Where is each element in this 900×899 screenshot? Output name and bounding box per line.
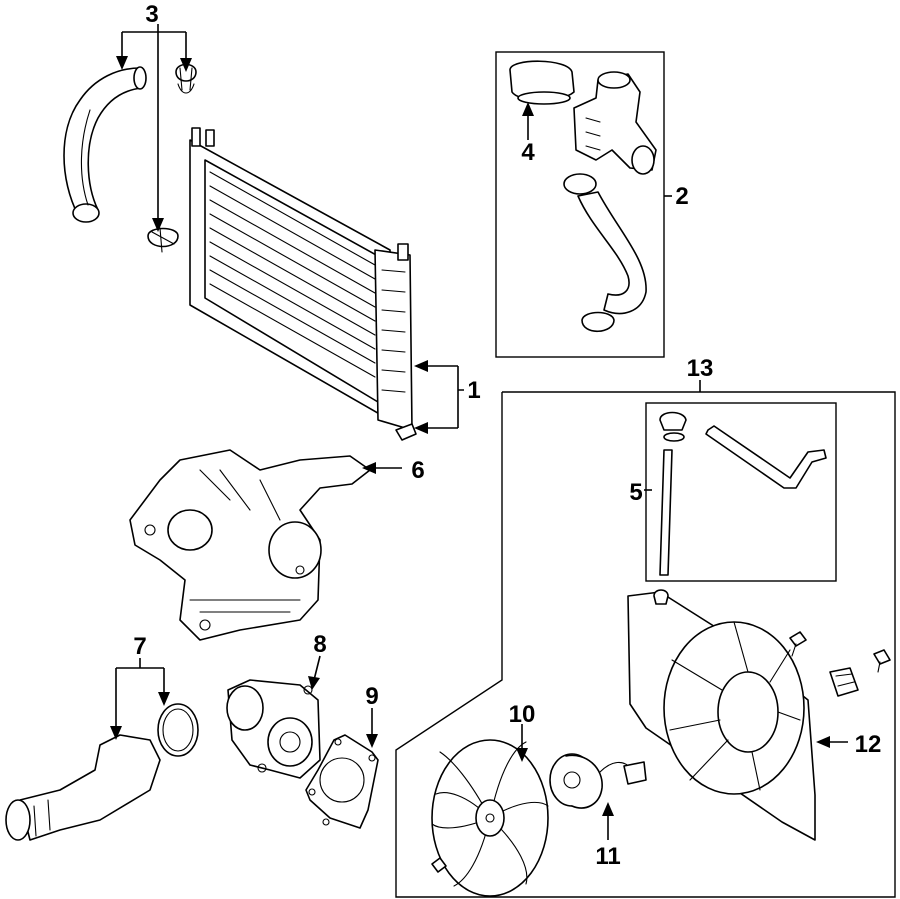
- inlet-gasket: [157, 703, 199, 757]
- filler-neck-housing: [573, 71, 657, 175]
- dipstick-group-box: [645, 402, 837, 582]
- callout-11: 11: [595, 843, 620, 870]
- callout-12: 12: [855, 731, 882, 758]
- hose-clamp-upper: [175, 63, 197, 94]
- callout-9: 9: [365, 683, 378, 710]
- oil-dipstick: [659, 411, 827, 576]
- fan-motor: [549, 753, 647, 809]
- fan-blade-nut: [431, 857, 447, 873]
- callout-5: 5: [629, 479, 642, 506]
- callout-10: 10: [509, 701, 536, 728]
- callout-8: 8: [313, 631, 326, 658]
- shroud-bolt-left: [789, 631, 807, 657]
- coolant-inlet-pipe: [5, 734, 161, 841]
- fan-shroud-group-box: [395, 391, 896, 898]
- reservoir-hose: [563, 173, 647, 333]
- fan-blade: [431, 739, 549, 897]
- radiator: [189, 127, 417, 441]
- fan-connector: [829, 667, 859, 697]
- radiator-cap: [509, 60, 575, 105]
- shroud-bolt-right: [873, 649, 891, 673]
- reservoir-group-box: [495, 51, 665, 358]
- callout-4: 4: [521, 139, 535, 166]
- arrowheads: [110, 56, 830, 816]
- thermostat-housing: [129, 449, 371, 641]
- leader-lines: [115, 24, 848, 840]
- water-pump-gasket: [305, 734, 379, 829]
- callout-3: 3: [145, 1, 158, 28]
- water-pump: [226, 679, 321, 779]
- fan-shroud: [627, 589, 816, 841]
- callout-7: 7: [133, 633, 146, 660]
- callout-6: 6: [411, 457, 424, 484]
- callout-13: 13: [687, 355, 714, 382]
- callout-2: 2: [675, 183, 688, 210]
- upper-radiator-hose: [63, 66, 147, 223]
- callout-1: 1: [467, 377, 480, 404]
- hose-clamp-lower: [147, 227, 179, 253]
